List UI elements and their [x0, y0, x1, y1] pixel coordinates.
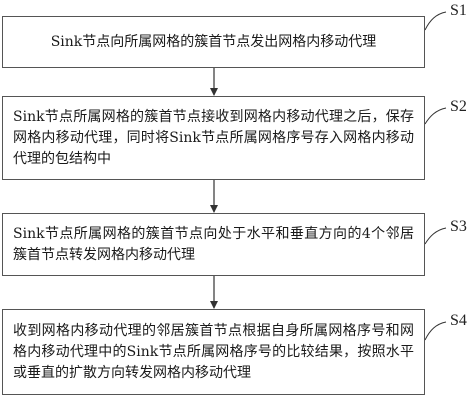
step-text-s2: Sink节点所属网格的簇首节点接收到网格内移动代理之后，保存网格内移动代理，同时…: [13, 108, 414, 167]
step-label-s2: S2: [450, 98, 467, 115]
step-label-s3: S3: [450, 218, 467, 235]
leader-s3: [424, 227, 447, 245]
step-box-s3: Sink节点所属网格的簇首节点向处于水平和垂直方向的4个邻居簇首节点转发网格内移…: [2, 213, 425, 276]
step-label-s1: S1: [450, 2, 467, 19]
step-text-s3: Sink节点所属网格的簇首节点向处于水平和垂直方向的4个邻居簇首节点转发网格内移…: [13, 225, 414, 263]
step-text-s1: Sink节点向所属网格的簇首节点发出网格内移动代理: [50, 33, 377, 50]
step-text-s4: 收到网格内移动代理的邻居簇首节点根据自身所属网格序号和网格内移动代理中的Sink…: [13, 322, 414, 381]
step-box-s4: 收到网格内移动代理的邻居簇首节点根据自身所属网格序号和网格内移动代理中的Sink…: [2, 309, 425, 395]
leader-s2: [424, 107, 447, 125]
step-box-s2: Sink节点所属网格的簇首节点接收到网格内移动代理之后，保存网格内移动代理，同时…: [2, 96, 425, 180]
step-box-s1: Sink节点向所属网格的簇首节点发出网格内移动代理: [2, 16, 425, 68]
leader-s1: [424, 11, 447, 31]
step-label-s4: S4: [450, 312, 467, 329]
leader-s4: [424, 321, 447, 341]
